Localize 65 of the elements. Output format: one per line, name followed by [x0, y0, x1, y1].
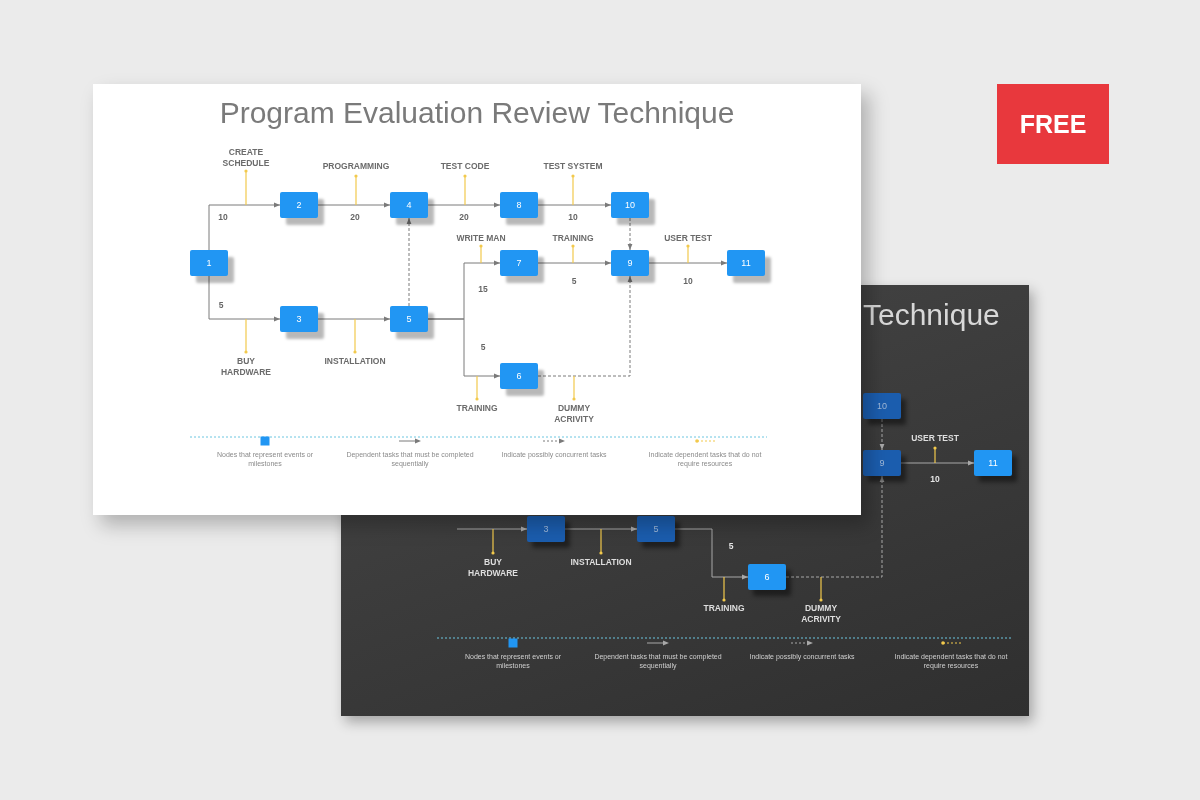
milestone-node: 10	[863, 393, 901, 419]
task-label: BUY HARDWARE	[219, 356, 273, 379]
arrow	[900, 460, 975, 466]
edge-label: 10	[929, 474, 941, 484]
arrow	[456, 526, 528, 532]
arrow	[564, 526, 638, 532]
milestone-node: 5	[637, 516, 675, 542]
arrow	[537, 202, 612, 208]
task-label: INSTALLATION	[324, 356, 386, 368]
milestone-node: 4	[390, 192, 428, 218]
milestone-node: 3	[527, 516, 565, 542]
arrow	[208, 202, 281, 251]
edge-label: 20	[457, 212, 471, 222]
task-label: WRITE MAN	[456, 233, 506, 245]
edge-label: 10	[216, 212, 230, 222]
milestone-node: 9	[611, 250, 649, 276]
edge-label: 20	[348, 212, 362, 222]
free-badge: FREE	[997, 84, 1109, 164]
slide-title: Technique	[863, 298, 1000, 332]
task-label: CREATE SCHEDULE	[221, 147, 271, 170]
milestone-node: 7	[500, 250, 538, 276]
edge-label: 5	[478, 342, 488, 352]
milestone-node: 8	[500, 192, 538, 218]
task-label: USER TEST	[664, 233, 712, 245]
milestone-node: 9	[863, 450, 901, 476]
task-label: TRAINING	[456, 403, 498, 415]
task-label: INSTALLATION	[570, 557, 632, 569]
milestone-node: 6	[748, 564, 786, 590]
task-label: PROGRAMMING	[322, 161, 390, 173]
arrow	[406, 217, 412, 307]
arrow	[317, 316, 391, 322]
task-label: DUMMY ACRIVITY	[553, 403, 595, 426]
arrow	[317, 202, 391, 208]
task-label: TRAINING	[552, 233, 594, 245]
arrow	[427, 202, 501, 208]
edge-label: 5	[727, 541, 735, 551]
arrow	[674, 528, 749, 580]
arrow	[537, 260, 612, 266]
milestone-node: 6	[500, 363, 538, 389]
milestone-node: 3	[280, 306, 318, 332]
milestone-node: 5	[390, 306, 428, 332]
edge-label: 10	[681, 276, 695, 286]
task-label: TRAINING	[703, 603, 745, 615]
arrow	[785, 475, 885, 578]
task-label: USER TEST	[911, 433, 959, 445]
slide-title: Program Evaluation Review Technique	[219, 96, 735, 130]
task-label: DUMMY ACRIVITY	[800, 603, 842, 626]
arrow	[648, 260, 728, 266]
milestone-node: 2	[280, 192, 318, 218]
arrow	[427, 318, 501, 379]
arrow	[537, 275, 633, 377]
arrow	[627, 217, 633, 251]
edge-label: 5	[569, 276, 579, 286]
edge-label: 10	[566, 212, 580, 222]
milestone-node: 11	[727, 250, 765, 276]
milestone-node: 10	[611, 192, 649, 218]
edge-label: 5	[216, 300, 226, 310]
milestone-node: 11	[974, 450, 1012, 476]
milestone-node: 1	[190, 250, 228, 276]
arrow	[879, 418, 885, 451]
task-label: TEST SYSTEM	[543, 161, 603, 173]
task-label: TEST CODE	[440, 161, 490, 173]
edge-label: 15	[476, 284, 490, 294]
arrow	[208, 275, 281, 322]
task-label: BUY HARDWARE	[466, 557, 520, 580]
